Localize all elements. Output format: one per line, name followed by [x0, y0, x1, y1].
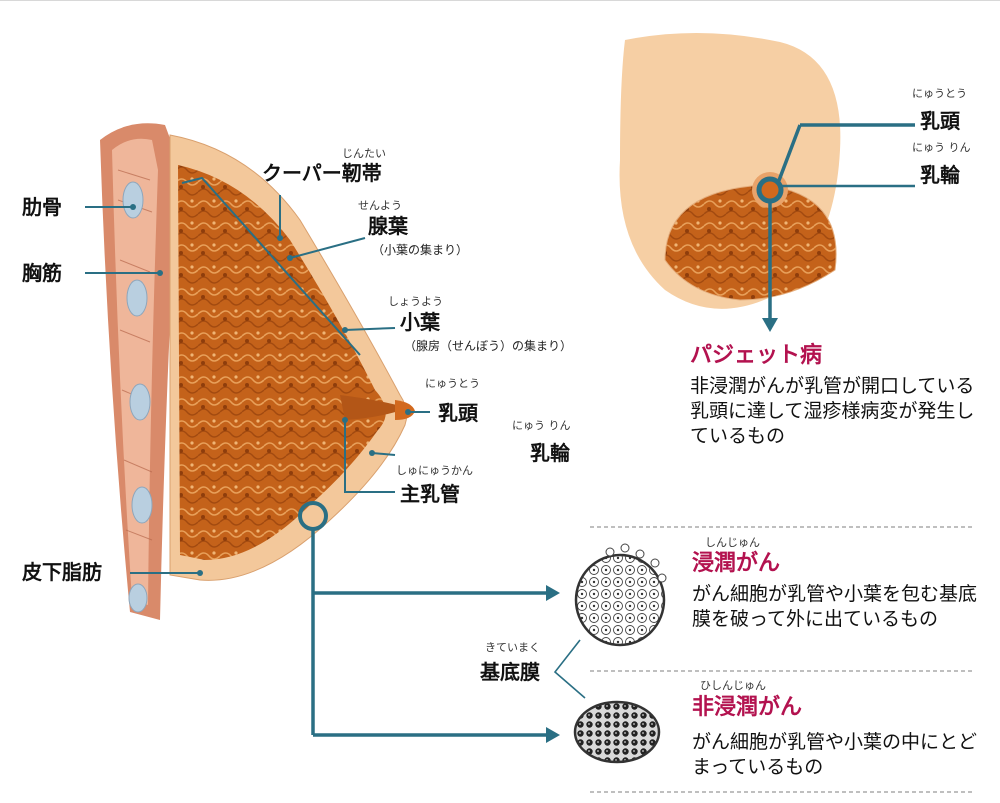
label-areola-top: 乳輪	[920, 165, 960, 185]
ruby-lobule: しょうよう	[388, 296, 443, 307]
label-pectoral: 胸筋	[22, 263, 62, 283]
noninvasive-title: 非浸潤がん	[692, 697, 802, 719]
paget-title: パジェット病	[690, 345, 822, 367]
label-basement-membrane: 基底膜	[480, 662, 540, 682]
invasive-description: がん細胞が乳管や小葉を包む基底膜を破って外に出ているもの	[692, 582, 977, 632]
ruby-areola-top: にゅう りん	[912, 142, 971, 153]
cell-illustrations	[575, 544, 666, 762]
rib-shape	[132, 487, 152, 523]
ruby-nipple-top: にゅうとう	[912, 88, 967, 99]
label-lobe: 腺葉	[368, 216, 408, 236]
ruby-nipple: にゅうとう	[425, 378, 480, 389]
ruby-areola: にゅう りん	[512, 420, 571, 431]
noninvasive-description: がん細胞が乳管や小葉の中にとどまっているもの	[692, 730, 977, 780]
basement-membrane-pointer	[555, 640, 585, 698]
label-areola: 乳輪	[530, 443, 570, 463]
ruby-invasive: しんじゅん	[705, 537, 760, 548]
invasive-title: 浸潤がん	[692, 553, 780, 575]
ruby-noninvasive: ひしんじゅん	[700, 680, 766, 691]
label-nipple-top: 乳頭	[920, 111, 960, 131]
rib-shape	[123, 182, 143, 218]
rib-shape	[127, 280, 147, 316]
label-lobule: 小葉	[400, 312, 440, 332]
label-rib: 肋骨	[22, 197, 62, 217]
ruby-main-duct: しゅにゅうかん	[396, 465, 473, 476]
note-lobule: （腺房（せんぼう）の集まり）	[404, 340, 572, 352]
rib-shape	[129, 584, 147, 612]
paget-description: 非浸潤がんが乳管が開口している乳頭に達して湿疹様病変が発生しているもの	[690, 374, 975, 449]
note-lobe: （小葉の集まり）	[372, 244, 468, 256]
rib-shape	[130, 384, 150, 420]
label-cooper-ligament: クーパー靭帯	[262, 163, 382, 183]
noninvasive-cells-oval	[575, 702, 659, 762]
ruby-cooper-ligament: じんたい	[342, 148, 386, 159]
label-nipple: 乳頭	[438, 403, 478, 423]
label-subcutaneous-fat: 皮下脂肪	[22, 562, 102, 582]
invasive-cells-oval	[576, 544, 666, 645]
breast-external-view	[620, 33, 841, 309]
chest-wall	[100, 123, 178, 620]
ruby-basement-membrane: きていまく	[485, 642, 540, 653]
ruby-lobe: せんよう	[358, 200, 402, 211]
label-main-duct: 主乳管	[400, 484, 460, 504]
